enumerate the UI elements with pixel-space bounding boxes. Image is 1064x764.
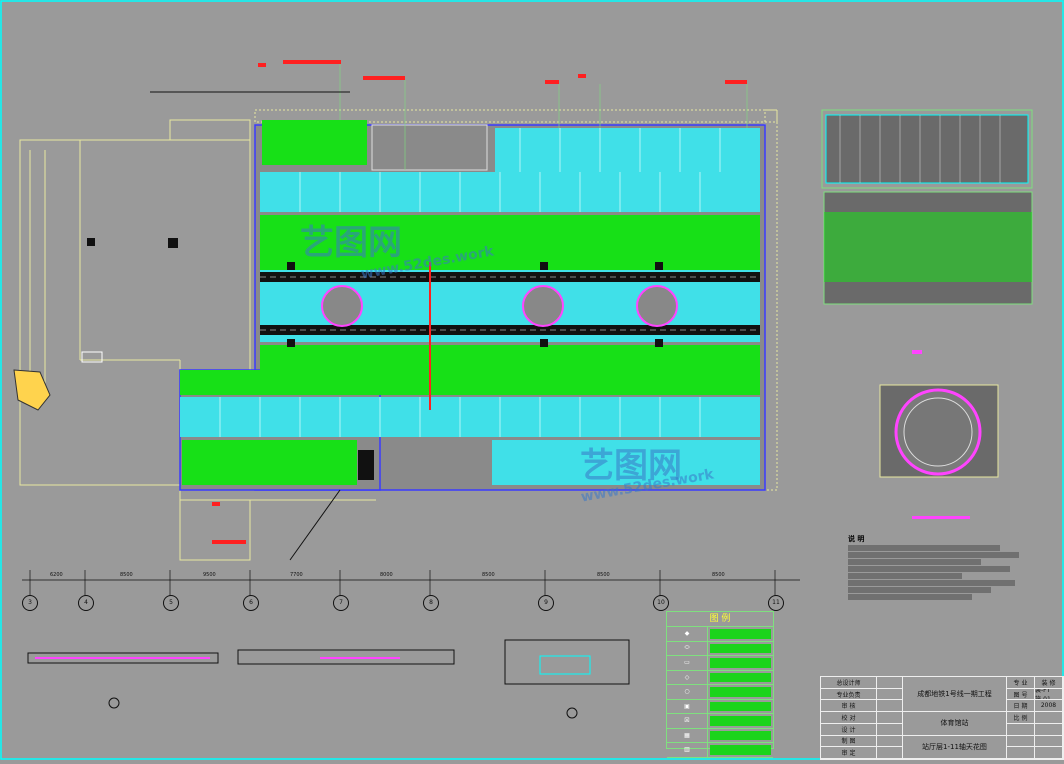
axis-label: 6 [243, 595, 259, 611]
axis-label: 7 [333, 595, 349, 611]
legend-symbol-icon: ▦ [667, 728, 708, 742]
title-row-label: 总设计师 [821, 677, 877, 689]
legend-row: ☒ [667, 714, 773, 729]
legend-table: 图 例 ◆ ⬭ ▭ ◇ ○ ▣ ☒ ▦ ▥ [666, 611, 774, 758]
dimension-value: 8500 [712, 572, 725, 578]
drawing-name: 站厅层1-11轴天花图 [903, 735, 1007, 759]
detail-circle [879, 384, 999, 519]
dimension-value: 6200 [50, 572, 63, 578]
legend-row: ▥ [667, 743, 773, 758]
title-block: 总设计师 成都地铁1号线一期工程 专 业 装 修 专业负责 图 号 装-FT施-… [820, 676, 1064, 760]
right-label: 日 期 [1007, 700, 1035, 713]
axis-label: 5 [163, 595, 179, 611]
columns [87, 238, 663, 480]
legend-symbol-icon: ▥ [667, 743, 708, 757]
right-label: 图 号 [1007, 688, 1035, 701]
title-row-label: 制 图 [821, 735, 877, 748]
legend-symbol-icon: ☒ [667, 714, 708, 728]
left-building [19, 119, 376, 561]
legend-row: ▦ [667, 728, 773, 743]
axis-label: 4 [78, 595, 94, 611]
project-name: 成都地铁1号线一期工程 [903, 677, 1007, 713]
sub-project-name: 体育馆站 [903, 712, 1007, 736]
title-row-label: 审 定 [821, 747, 877, 759]
title-row-label: 专业负责 [821, 688, 877, 701]
legend-symbol-icon: ○ [667, 685, 708, 699]
legend-row: ▣ [667, 699, 773, 714]
legend-row: ◆ [667, 627, 773, 642]
title-row-label: 设 计 [821, 723, 877, 736]
watermark-brand: 艺图网 [300, 223, 402, 263]
legend-row: ◇ [667, 670, 773, 685]
axis-label: 9 [538, 595, 554, 611]
legend-symbol-icon: ◇ [667, 670, 708, 684]
right-value: 装-FT施-01 [1035, 688, 1063, 701]
dimension-value: 9500 [203, 572, 216, 578]
detail-elevation [821, 109, 1033, 354]
dimension-line [22, 570, 800, 595]
notes-block: 说 明 [848, 534, 1038, 601]
notes-header: 说 明 [848, 535, 865, 543]
axis-label: 3 [22, 595, 38, 611]
legend-header: 图 例 [667, 612, 773, 627]
right-label: 比 例 [1007, 712, 1035, 724]
dimension-value: 7700 [290, 572, 303, 578]
legend-row: ▭ [667, 656, 773, 671]
right-value: 2008 [1035, 700, 1063, 713]
legend-symbol-icon: ⬭ [667, 641, 708, 655]
dimension-value: 8500 [597, 572, 610, 578]
legend-row: ○ [667, 685, 773, 700]
title-row-label: 校 对 [821, 712, 877, 724]
axis-label: 11 [768, 595, 784, 611]
legend-row: ⬭ [667, 641, 773, 656]
dimension-value: 8500 [120, 572, 133, 578]
axis-label: 10 [653, 595, 669, 611]
legend-symbol-icon: ▭ [667, 656, 708, 670]
section-details [27, 639, 630, 685]
title-row-label: 审 核 [821, 700, 877, 713]
left-stair [13, 369, 51, 411]
legend-symbol-icon: ▣ [667, 699, 708, 713]
watermark-brand: 艺图网 [580, 446, 682, 486]
right-value: 装 修 [1035, 677, 1063, 689]
dimension-value: 8000 [380, 572, 393, 578]
dimension-value: 8500 [482, 572, 495, 578]
legend-symbol-icon: ◆ [667, 627, 708, 641]
ceiling-circles [321, 285, 678, 327]
right-label: 专 业 [1007, 677, 1035, 689]
axis-label: 8 [423, 595, 439, 611]
callout-tags [212, 60, 747, 544]
